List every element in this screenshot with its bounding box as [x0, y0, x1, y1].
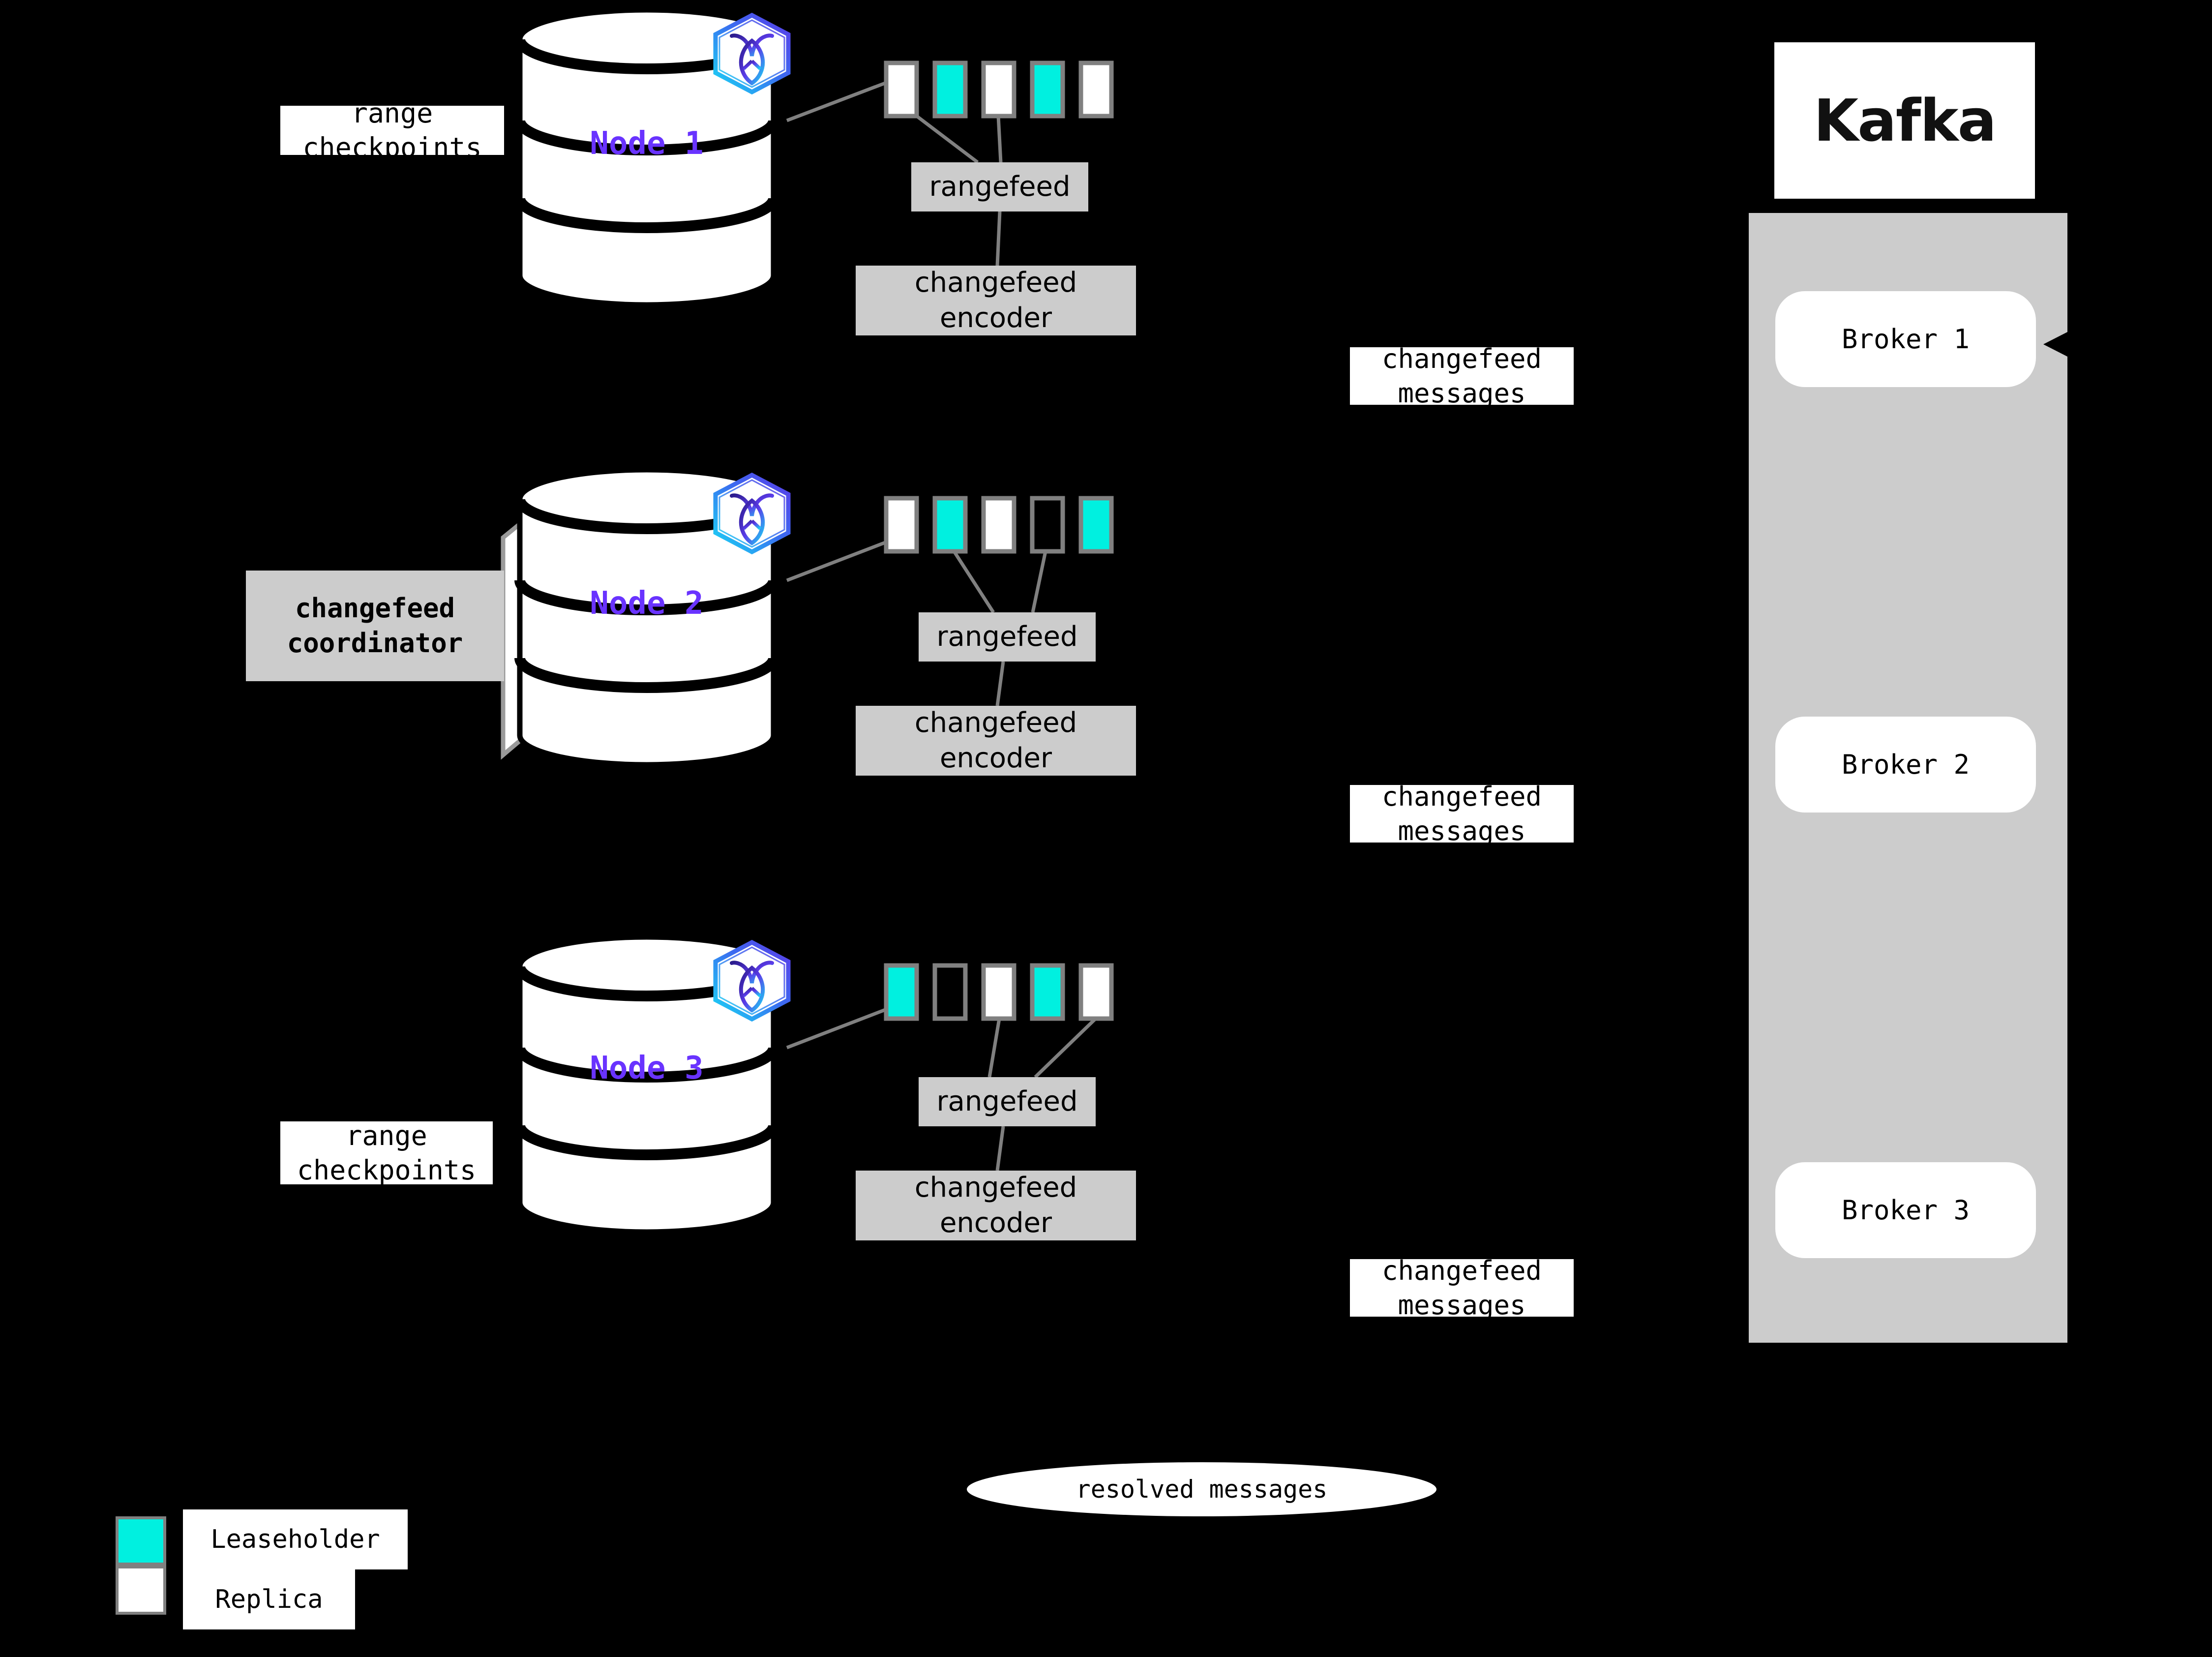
encoder-line1: changefeed: [914, 267, 1077, 299]
range-checkpoints-label-bottom: range checkpoints: [280, 1121, 493, 1184]
node-1-enc-link: [995, 211, 1002, 266]
checkpoint-line2: checkpoints: [297, 1154, 477, 1184]
changefeed-messages-label-1: changefeed messages: [1350, 347, 1574, 405]
broker-1[interactable]: Broker 1: [1775, 291, 2036, 387]
cfm-line1: changefeed: [1381, 785, 1542, 813]
node-3-rf-link-a: [987, 1018, 1001, 1078]
node-1-rangefeed-box[interactable]: rangefeed: [911, 162, 1088, 211]
node-1-crdb-logo: [716, 15, 788, 92]
legend-swatch-replica: [116, 1566, 166, 1615]
broker-3[interactable]: Broker 3: [1775, 1162, 2036, 1258]
node-3-crdb-logo: [716, 942, 788, 1019]
encoder-line2: encoder: [939, 1207, 1052, 1239]
node-3-rf-link-b: [1034, 1017, 1097, 1079]
node-3-ranges: [884, 963, 1114, 1021]
node-1-ranges: [884, 60, 1114, 119]
encoder-line2: encoder: [939, 302, 1052, 334]
legend-label-leaseholder: Leaseholder: [183, 1509, 408, 1569]
node-2-rf-link-b: [1031, 551, 1047, 613]
cfm-line1: changefeed: [1381, 347, 1542, 375]
node-1-changefeed-encoder-box[interactable]: changefeed encoder: [856, 266, 1136, 335]
node-2-rf-link-a: [953, 550, 995, 613]
checkpoint-line1: range: [346, 1121, 427, 1151]
encoder-line1: changefeed: [914, 707, 1077, 739]
legend-label-replica: Replica: [183, 1569, 355, 1629]
resolved-messages-node: resolved messages: [967, 1462, 1436, 1516]
node-2-ranges: [884, 496, 1114, 554]
node-3-range-connector: [786, 1005, 893, 1050]
node-2-changefeed-encoder-box[interactable]: changefeed encoder: [856, 706, 1136, 776]
kafka-brand-text: Kafka: [1813, 87, 1997, 154]
node-1-rf-link-b: [996, 116, 1003, 163]
cfm-line2: messages: [1398, 1289, 1526, 1317]
encoder-line2: encoder: [939, 742, 1052, 774]
cfm-line2: messages: [1398, 377, 1526, 405]
node-2-range-connector: [786, 538, 893, 582]
changefeed-coordinator-label: changefeed coordinator: [246, 571, 504, 681]
checkpoint-line1: range: [351, 106, 433, 129]
cfm-line2: messages: [1398, 815, 1526, 843]
node-3-enc-link: [995, 1126, 1005, 1171]
legend-swatch-leaseholder: [116, 1516, 166, 1566]
node-3-label: Node 3: [590, 1050, 704, 1086]
node-2-rangefeed-box[interactable]: rangefeed: [919, 612, 1096, 662]
node-3-rangefeed-box[interactable]: rangefeed: [919, 1077, 1096, 1126]
kafka-logo: [1774, 42, 2212, 1657]
node-2-enc-link: [995, 661, 1005, 706]
checkpoint-line2: checkpoints: [302, 132, 482, 155]
node-1-rf-link-a: [915, 115, 979, 164]
node-2-label: Node 2: [590, 585, 704, 622]
node-2-crdb-logo: [716, 475, 788, 552]
coordinator-line2: coordinator: [287, 627, 463, 659]
node-1-range-connector: [786, 79, 893, 122]
cfm-line1: changefeed: [1381, 1259, 1542, 1287]
coordinator-line1: changefeed: [295, 593, 455, 624]
kafka-brand-card: Kafka: [1774, 42, 2035, 199]
changefeed-messages-label-2: changefeed messages: [1350, 785, 1574, 843]
kafka-inbound-arrowhead: [2043, 332, 2067, 357]
changefeed-messages-label-3: changefeed messages: [1350, 1259, 1574, 1317]
range-checkpoints-label-top: range checkpoints: [280, 106, 504, 155]
encoder-line1: changefeed: [914, 1172, 1077, 1204]
node-1-label: Node 1: [590, 125, 704, 162]
broker-2[interactable]: Broker 2: [1775, 717, 2036, 813]
node-3-changefeed-encoder-box[interactable]: changefeed encoder: [856, 1171, 1136, 1240]
